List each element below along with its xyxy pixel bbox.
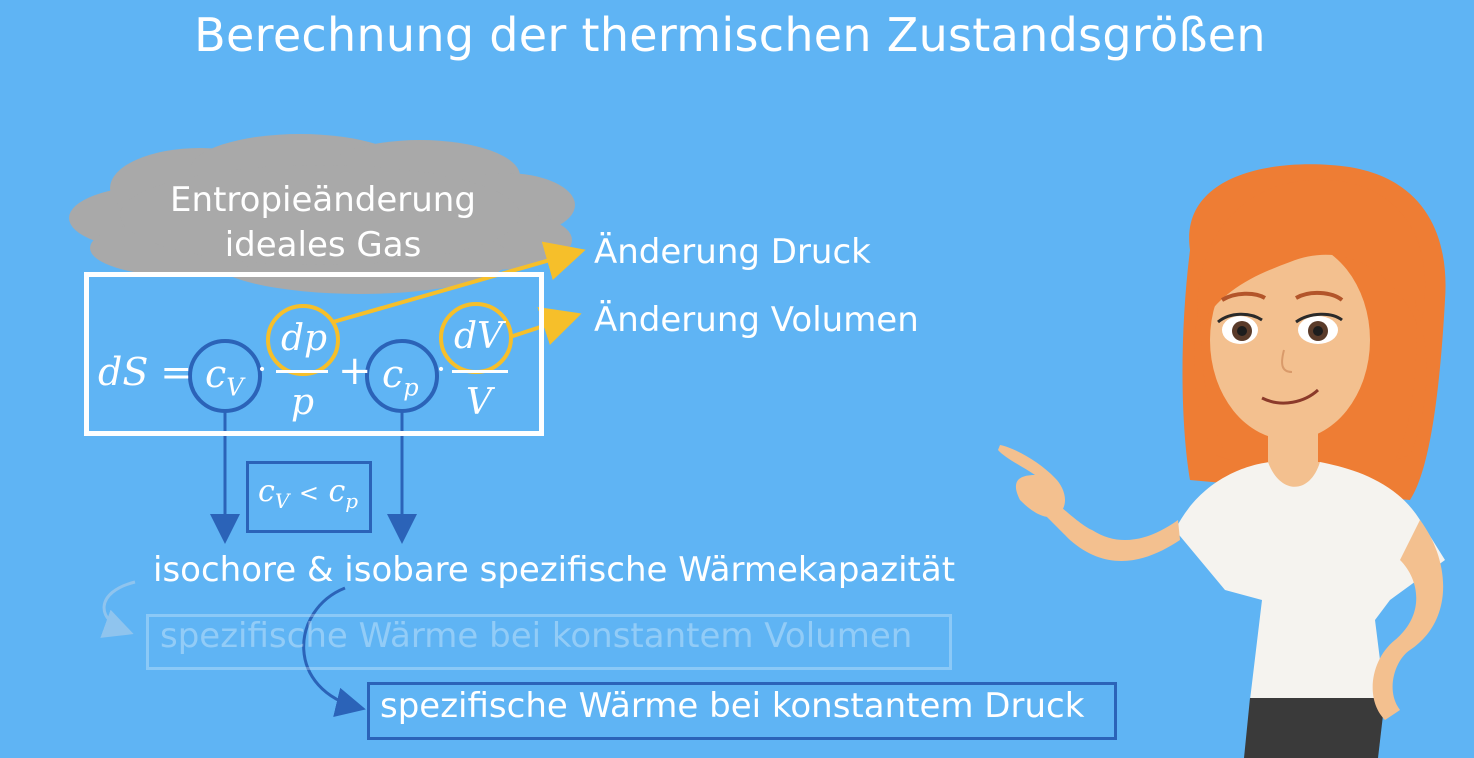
- cloud-label-line2: ideales Gas: [224, 225, 422, 265]
- formula-num-2: dV: [454, 316, 504, 357]
- formula-lhs: dS =: [98, 350, 193, 394]
- heat-capacity-label: isochore & isobare spezifische Wärmekapa…: [153, 550, 956, 590]
- constant-volume-box: [146, 614, 952, 670]
- inequality-box: [246, 461, 372, 533]
- formula-den-2: V: [466, 382, 492, 423]
- formula-cp-symbol: c: [382, 352, 404, 396]
- pressure-curve-arrow: [302, 586, 366, 717]
- formula-cv-subscript: V: [226, 373, 244, 402]
- slide-title: Berechnung der thermischen Zustandsgröße…: [194, 8, 1266, 62]
- formula-box: [84, 272, 544, 436]
- volume-change-label: Änderung Volumen: [594, 300, 919, 340]
- formula-cv: cV: [205, 352, 244, 402]
- cloud-label: Entropieänderung ideales Gas: [118, 178, 528, 268]
- thought-cloud: [69, 134, 575, 294]
- formula-cp-subscript: p: [403, 373, 419, 402]
- constant-volume-label: spezifische Wärme bei konstantem Volumen: [160, 616, 913, 656]
- constant-pressure-label: spezifische Wärme bei konstantem Druck: [380, 686, 1085, 726]
- inequality-operator: <: [298, 479, 319, 507]
- formula-plus: +: [338, 348, 372, 394]
- formula-num-1: dp: [281, 318, 328, 359]
- inequality-left-subscript: V: [274, 489, 290, 513]
- fraction-bar-1: [276, 370, 328, 373]
- formula-cp: cp: [382, 352, 419, 402]
- pressure-arrow: [332, 241, 586, 324]
- inequality-right-subscript: p: [345, 489, 359, 513]
- cloud-label-line1: Entropieänderung: [170, 180, 476, 220]
- formula-dot-1: ·: [257, 350, 268, 388]
- constant-pressure-box: [367, 682, 1117, 740]
- dp-highlight-circle: [266, 304, 340, 376]
- fraction-bar-2: [452, 370, 508, 373]
- faded-curve-arrow: [100, 580, 136, 638]
- presenter-character: [998, 164, 1446, 758]
- inequality-right: c: [328, 474, 346, 509]
- inequality-left: c: [258, 474, 275, 509]
- formula-dot-2: ·: [436, 350, 447, 388]
- formula-cv-symbol: c: [205, 352, 227, 396]
- inequality-expression: cV < cp: [258, 474, 358, 513]
- formula-den-1: p: [291, 382, 315, 423]
- pressure-change-label: Änderung Druck: [594, 232, 871, 272]
